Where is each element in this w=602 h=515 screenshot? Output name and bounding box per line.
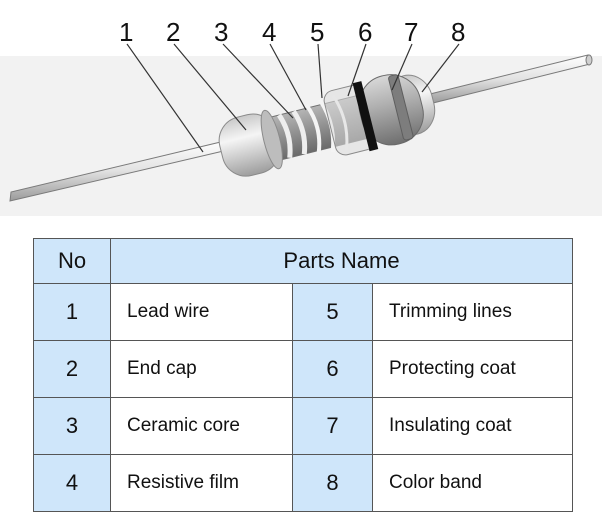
- part-number: 2: [33, 340, 111, 398]
- table-row: 2 End cap 6 Protecting coat: [33, 340, 573, 398]
- callout-2: 2: [166, 17, 180, 47]
- part-name: Lead wire: [110, 283, 293, 341]
- parts-table: No Parts Name 1 Lead wire 5 Trimming lin…: [33, 238, 573, 512]
- part-number: 5: [292, 283, 373, 341]
- callout-6: 6: [358, 17, 372, 47]
- part-name: Trimming lines: [372, 283, 573, 341]
- part-name: Ceramic core: [110, 397, 293, 455]
- callout-5: 5: [310, 17, 324, 47]
- part-number: 6: [292, 340, 373, 398]
- callout-8: 8: [451, 17, 465, 47]
- leader-lines: [126, 43, 460, 153]
- table-row: 1 Lead wire 5 Trimming lines: [33, 283, 573, 341]
- callout-4: 4: [262, 17, 276, 47]
- part-number: 8: [292, 454, 373, 512]
- part-number: 1: [33, 283, 111, 341]
- color-band: [388, 74, 414, 141]
- part-number: 3: [33, 397, 111, 455]
- table-row: 3 Ceramic core 7 Insulating coat: [33, 397, 573, 455]
- header-no: No: [33, 238, 111, 284]
- part-name: Protecting coat: [372, 340, 573, 398]
- callout-1: 1: [119, 17, 133, 47]
- callout-7: 7: [404, 17, 418, 47]
- part-name: Color band: [372, 454, 573, 512]
- table-row: 4 Resistive film 8 Color band: [33, 454, 573, 512]
- resistor-body: [218, 74, 436, 177]
- part-name: Insulating coat: [372, 397, 573, 455]
- part-name: End cap: [110, 340, 293, 398]
- table-header-row: No Parts Name: [33, 238, 573, 284]
- header-parts-name: Parts Name: [110, 238, 573, 284]
- callout-3: 3: [214, 17, 228, 47]
- resistor-diagram: 1 2 3 4 5 6 7 8: [0, 17, 602, 216]
- callout-numbers: 1 2 3 4 5 6 7 8: [119, 17, 465, 47]
- black-band: [352, 81, 379, 152]
- part-number: 7: [292, 397, 373, 455]
- part-number: 4: [33, 454, 111, 512]
- part-name: Resistive film: [110, 454, 293, 512]
